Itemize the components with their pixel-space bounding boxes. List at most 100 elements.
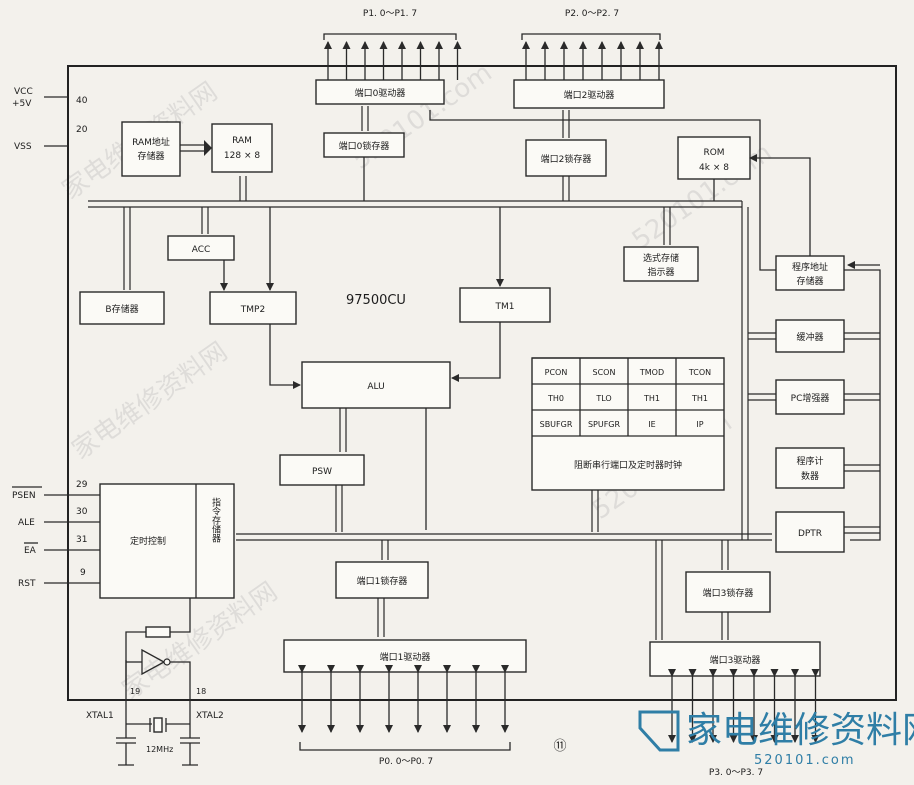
right-feedback-loop <box>844 269 881 541</box>
port2-driver <box>513 79 665 109</box>
bus-p3latch-link <box>721 540 729 570</box>
port2-driver-label: 端口2驱动器 <box>564 89 615 101</box>
port2-latch-label: 端口2锁存器 <box>541 153 592 165</box>
b-register <box>79 291 165 325</box>
chip-name: 97500CU <box>346 293 406 308</box>
port0-driver <box>315 79 445 105</box>
port3-driver-label: 端口3驱动器 <box>710 654 761 666</box>
ale-label: ALE <box>18 518 35 528</box>
p1-range-label: P1. 0～P1. 7 <box>363 9 417 19</box>
logo-url: 520101.com <box>754 753 856 768</box>
sfr-cell: SCON <box>593 368 616 377</box>
lower-bus <box>236 533 772 541</box>
dptr-right-link <box>844 526 880 534</box>
stack-pointer-label-2: 指示器 <box>647 266 674 278</box>
ram-label-2: 128 × 8 <box>224 151 260 161</box>
osc-inverter-bubble <box>163 658 171 666</box>
pc-incrementer-label: PC增强器 <box>791 392 830 404</box>
port1-top-pins <box>324 41 462 80</box>
logo-chinese: 家电维修资料网 <box>686 710 914 751</box>
pc-label-1: 程序计 <box>796 455 823 467</box>
alu-psw-link <box>339 408 347 452</box>
rom-block <box>677 136 751 180</box>
vss-label: VSS <box>14 142 32 152</box>
sfr-cell: IE <box>648 420 655 429</box>
program-counter <box>775 447 845 489</box>
sfr-cell: TLO <box>595 394 611 403</box>
sfr-cell: SPUFGR <box>588 420 621 429</box>
vcc-volt-label: +5V <box>12 99 32 109</box>
b-register-label: B存储器 <box>105 303 138 315</box>
bus-b-link <box>123 207 131 290</box>
rst-label: RST <box>18 579 36 589</box>
sfr-cell: TH1 <box>643 394 660 403</box>
port0-latch-label: 端口0锁存器 <box>339 140 390 152</box>
stack-pointer-label-1: 选式存储 <box>643 252 679 264</box>
pc-incrementer <box>775 379 845 415</box>
bus-right-drop <box>741 201 749 540</box>
port1-latch-label: 端口1锁存器 <box>357 575 408 587</box>
watermark-2: 家电维修资料网 <box>67 337 233 466</box>
bus-p3driver-link <box>655 540 663 640</box>
xtal2-label: XTAL2 <box>196 711 224 721</box>
crystal-frequency: 12MHz <box>146 745 173 754</box>
bus-buffer-link <box>748 332 776 340</box>
port2-latch <box>525 139 607 177</box>
pcinc-right-link <box>844 393 880 401</box>
sfr-cell: TCON <box>688 368 711 377</box>
p2-range-label: P2. 0～P2. 7 <box>565 9 619 19</box>
port3-bottom-pins <box>668 669 820 743</box>
port1-driver <box>283 639 527 673</box>
ram-block <box>211 123 273 173</box>
ramaddr-to-ram <box>180 144 206 152</box>
psen-pin-number: 29 <box>76 480 88 490</box>
sfr-bus-link <box>591 490 599 532</box>
p0-brace <box>299 742 511 751</box>
ram-label-1: RAM <box>232 136 252 146</box>
tm1-register <box>459 287 551 323</box>
figure-number: ⑪ <box>553 739 566 754</box>
psen-label: PSEN <box>12 491 36 501</box>
dptr-register <box>775 511 845 553</box>
ea-label: EA <box>24 546 37 556</box>
stack-pointer <box>623 246 699 282</box>
watermark-3: 520101.com <box>347 58 498 176</box>
xtal2-network <box>166 700 200 766</box>
timing-control-block <box>99 483 235 599</box>
ea-pin-number: 31 <box>76 535 87 545</box>
vcc-label: VCC <box>14 87 33 97</box>
sfr-cell: TH1 <box>691 394 708 403</box>
port0-bottom-pins <box>298 665 509 733</box>
crystal-plates <box>149 718 167 732</box>
p3latch-driver-link <box>721 612 729 640</box>
prog-addr-label-2: 存储器 <box>796 275 823 287</box>
port1-latch <box>335 561 429 599</box>
port2-top-pins <box>522 41 663 80</box>
alu-label: ALU <box>367 382 384 392</box>
port0-driver-label: 端口0驱动器 <box>355 87 406 99</box>
vss-pin-number: 20 <box>76 125 88 135</box>
tm1-alu-link <box>451 322 501 382</box>
crystal <box>153 717 163 733</box>
progaddr-port2-link <box>429 110 776 271</box>
internal-bus <box>88 200 742 208</box>
p2latch-bus-link <box>562 176 570 201</box>
psw-register <box>279 454 365 486</box>
rom-label-2: 4k × 8 <box>699 163 729 173</box>
bus-acc-link <box>201 207 209 234</box>
instruction-register-label: 指令存储器 <box>210 496 221 542</box>
osc-inverter-out <box>170 661 191 700</box>
p1latch-driver-link <box>377 598 385 637</box>
xtal1-network <box>116 700 152 766</box>
rst-pin-number: 9 <box>80 568 86 578</box>
tm1-label: TM1 <box>495 302 515 312</box>
buffer-label: 缓冲器 <box>796 331 823 343</box>
dptr-label: DPTR <box>798 529 822 539</box>
p1-brace <box>323 33 457 40</box>
xtal1-label: XTAL1 <box>86 711 114 721</box>
sfr-cell: IP <box>696 420 703 429</box>
pc-right-link <box>844 464 880 472</box>
xtal1-pin-number: 19 <box>130 687 140 696</box>
